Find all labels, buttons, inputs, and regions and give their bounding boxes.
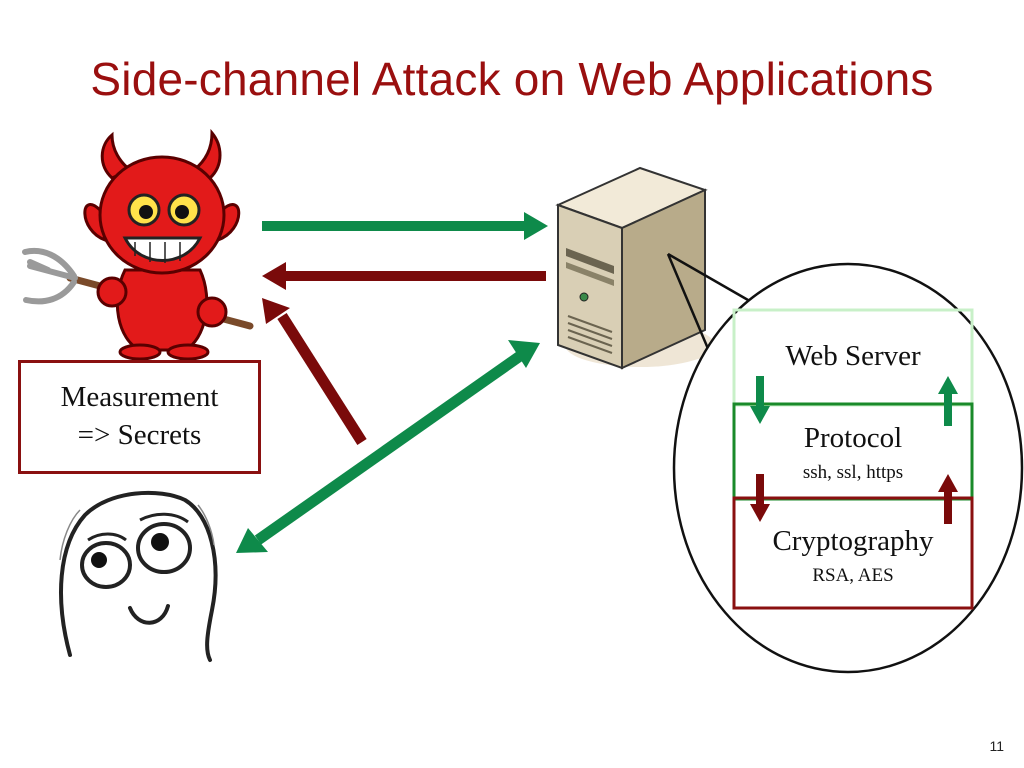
stack-arrow-red-up [938,474,958,524]
arrow-user-server-exchange [236,340,540,553]
cryptography-label: Cryptography [772,525,934,557]
web-server-label: Web Server [785,340,921,372]
server-icon [555,166,715,370]
measurement-line-1: Measurement [60,381,219,414]
user-face-icon [59,490,218,662]
slide-title: Side-channel Attack on Web Applications [90,53,934,105]
arrow-attacker-to-server [262,212,548,240]
measurement-line-2: => Secrets [77,419,202,451]
arrow-leak-to-attacker [262,298,367,445]
devil-icon [22,128,254,361]
protocol-detail: ssh, ssl, https [802,462,904,483]
page-number: 11 [989,738,1004,754]
stack-arrow-red-down [750,474,770,522]
cryptography-detail: RSA, AES [812,565,894,586]
zoom-callout [666,252,1024,674]
arrow-server-to-attacker [262,262,546,290]
stack-arrow-green-up [938,376,958,426]
protocol-label: Protocol [803,422,903,454]
cryptography-layer-box [732,496,974,610]
stack-arrow-green-down [750,376,770,424]
measurement-box: Measurement => Secrets [18,360,261,474]
